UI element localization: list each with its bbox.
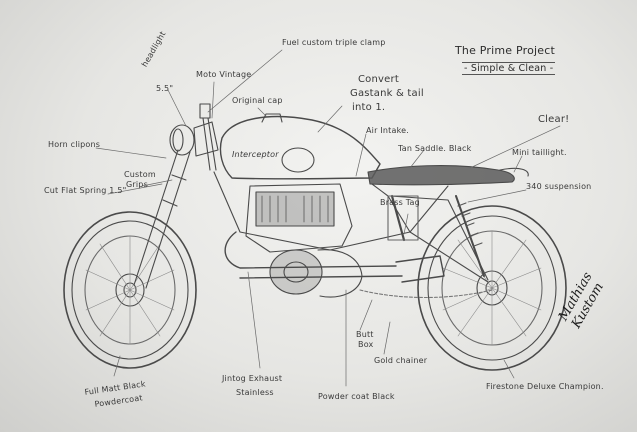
label-convert-line2: Gastank & tail xyxy=(350,88,424,99)
sketch-title: The Prime Project xyxy=(455,44,555,57)
front-wheel xyxy=(63,211,197,369)
label-custom-grips: Custom xyxy=(124,170,156,179)
label-tan-saddle: Tan Saddle. Black xyxy=(398,144,472,153)
label-horn-clipons: Horn clipons xyxy=(48,140,101,149)
label-340-suspension: 340 suspension xyxy=(526,182,592,191)
label-convert-line1: Convert xyxy=(358,74,399,85)
label-mini-taillight: Mini taillight. xyxy=(512,148,567,157)
label-fuel-custom-triple-clamp: Fuel custom triple clamp xyxy=(282,38,386,47)
chain xyxy=(359,289,493,299)
label-cut-flat-spring: Cut Flat Spring 1.5" xyxy=(44,186,127,195)
label-headlight-size: 5.5" xyxy=(156,84,174,93)
label-tank-script: Interceptor xyxy=(232,150,279,159)
exhaust xyxy=(224,231,445,283)
label-firestone: Firestone Deluxe Champion. xyxy=(486,382,604,391)
label-air-intake: Air Intake. xyxy=(366,126,410,135)
label-butt-box-2: Box xyxy=(358,340,374,349)
label-original-cap: Original cap xyxy=(232,96,283,105)
label-clear: Clear! xyxy=(538,114,570,125)
label-custom-grips-2: Grips xyxy=(126,180,148,189)
sketch-subtitle: - Simple & Clean - xyxy=(462,62,556,75)
engine xyxy=(245,183,363,298)
label-exhaust-stainless: Stainless xyxy=(236,388,274,397)
headlight xyxy=(169,103,219,171)
label-butt-box: Butt xyxy=(356,330,374,339)
seat xyxy=(367,164,529,186)
rear-wheel xyxy=(417,205,567,371)
label-exhaust: Jintog Exhaust xyxy=(222,374,283,383)
label-powder-coat-black: Powder coat Black xyxy=(318,392,395,401)
label-brass-tag: Brass Tag xyxy=(380,198,420,207)
label-gold-chain: Gold chainer xyxy=(374,356,428,365)
label-moto-vintage: Moto Vintage xyxy=(196,70,252,79)
gas-tank xyxy=(219,113,381,180)
label-convert-line3: into 1. xyxy=(352,102,386,113)
front-fork xyxy=(133,149,191,289)
rear-suspension xyxy=(455,195,485,277)
